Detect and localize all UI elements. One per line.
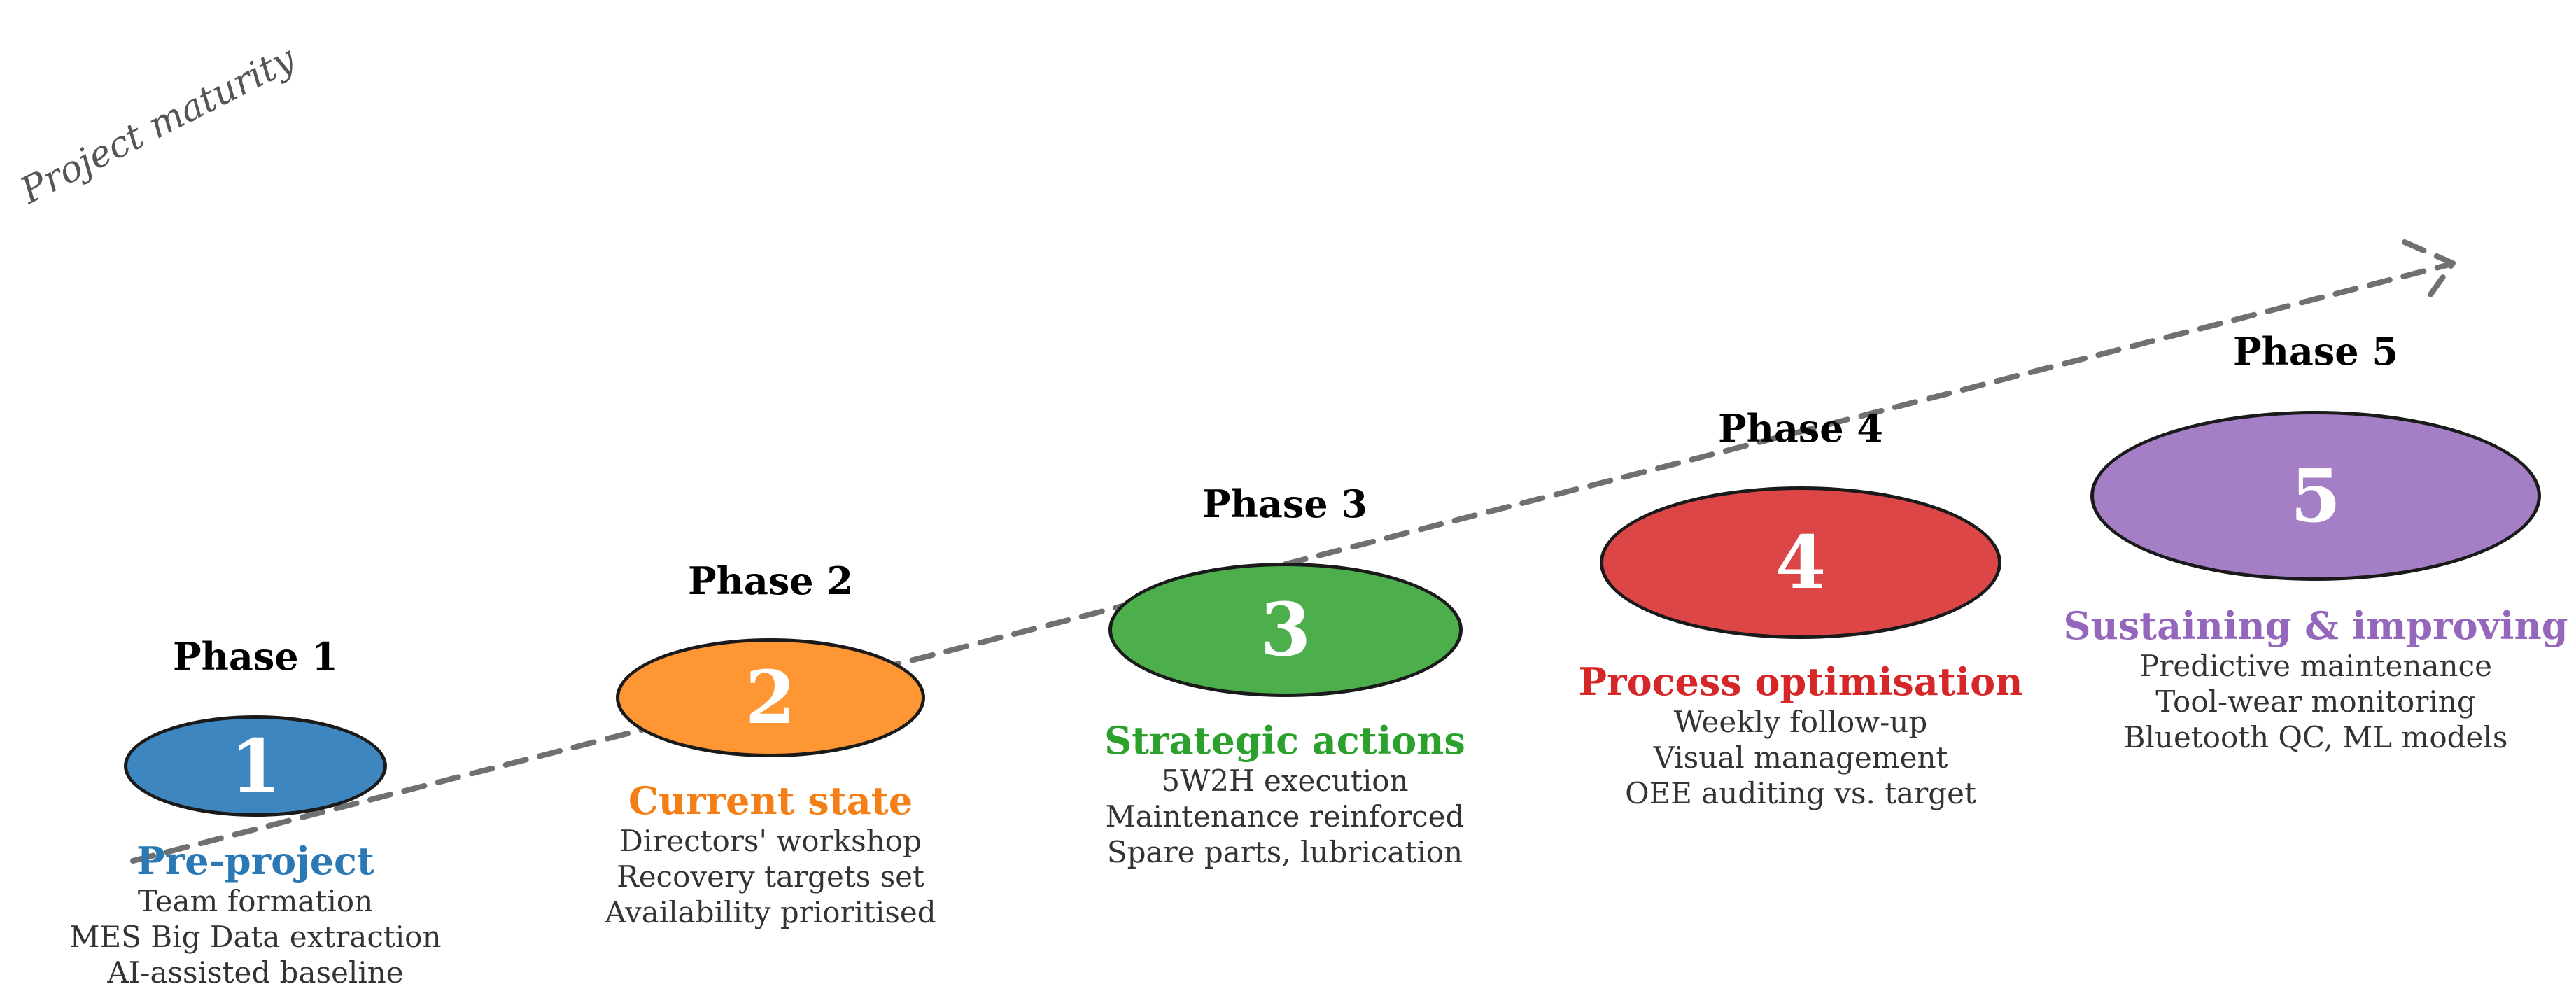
phase-2-title: Current state (628, 778, 913, 823)
phase-4-title: Process optimisation (1578, 659, 2023, 704)
phase-2-item: Recovery targets set (617, 859, 924, 894)
phase-5-ellipse: 5 (2090, 411, 2541, 581)
phase-4-heading: Phase 4 (1718, 406, 1883, 451)
phase-3-number: 3 (1260, 586, 1311, 673)
phase-4-item: OEE auditing vs. target (1625, 776, 1976, 810)
phase-5-item: Predictive maintenance (2139, 649, 2492, 683)
maturity-arrow-head (2402, 239, 2456, 305)
phase-3-heading: Phase 3 (1202, 482, 1367, 526)
phase-3-title: Strategic actions (1104, 718, 1465, 763)
phase-2-heading: Phase 2 (688, 558, 853, 603)
phase-2-number: 2 (745, 654, 796, 740)
phase-4-item: Visual management (1653, 740, 1948, 775)
phase-1-heading: Phase 1 (173, 634, 338, 679)
phase-5-item: Tool-wear monitoring (2155, 684, 2476, 719)
phase-2-ellipse: 2 (616, 638, 925, 757)
phase-1-item: MES Big Data extraction (69, 920, 442, 954)
phase-3-ellipse: 3 (1108, 563, 1463, 697)
phase-1-item: Team formation (137, 884, 374, 918)
phase-3-item: Spare parts, lubrication (1106, 835, 1463, 869)
axis-label: Project maturity (14, 38, 302, 213)
phase-2-block: Current state Directors' workshop Recove… (605, 778, 936, 930)
phase-1-block: Pre-project Team formation MES Big Data … (69, 838, 441, 990)
phase-3-item: 5W2H execution (1161, 764, 1409, 798)
phase-5-block: Sustaining & improving Predictive mainte… (2063, 603, 2568, 755)
phase-1-item: AI-assisted baseline (107, 955, 404, 990)
phase-5-heading: Phase 5 (2233, 329, 2398, 374)
phase-1-ellipse: 1 (124, 715, 387, 817)
phase-5-title: Sustaining & improving (2063, 603, 2568, 648)
phase-3-item: Maintenance reinforced (1105, 799, 1465, 834)
phase-2-item: Directors' workshop (619, 824, 922, 858)
phase-4-block: Process optimisation Weekly follow-up Vi… (1579, 659, 2023, 811)
phase-5-number: 5 (2290, 452, 2342, 539)
phase-1-title: Pre-project (136, 838, 374, 883)
phase-4-ellipse: 4 (1600, 486, 2001, 639)
phase-1-number: 1 (230, 722, 281, 809)
phase-4-item: Weekly follow-up (1673, 705, 1928, 739)
phase-2-item: Availability prioritised (605, 895, 936, 929)
phase-5-item: Bluetooth QC, ML models (2123, 720, 2508, 754)
phase-3-block: Strategic actions 5W2H execution Mainten… (1104, 718, 1465, 870)
phase-4-number: 4 (1775, 519, 1827, 605)
